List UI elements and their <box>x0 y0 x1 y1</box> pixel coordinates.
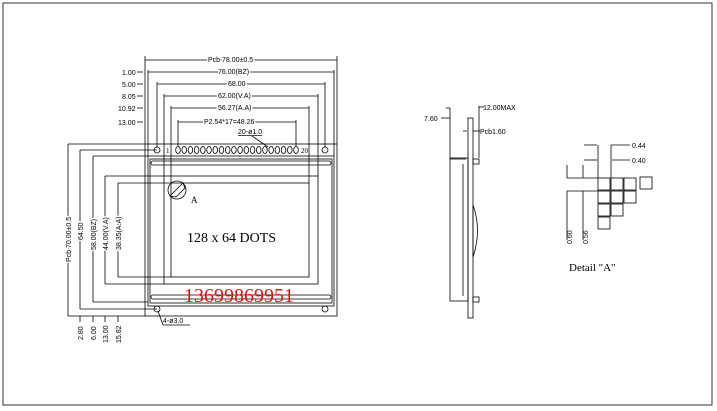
pin <box>243 146 250 154</box>
bottom-bar <box>150 294 332 300</box>
dim-hole-span: 68.00 <box>228 81 246 88</box>
pin <box>249 146 256 154</box>
corner-fill <box>169 182 186 198</box>
pin <box>268 146 274 154</box>
bezel-inner <box>149 158 333 304</box>
bezel-outline <box>147 155 335 307</box>
side-view: 7.60 12.00MAX Pcb1.60 <box>424 105 516 319</box>
lcd-body <box>449 157 469 302</box>
dot-cell <box>610 190 624 204</box>
pin <box>256 146 262 154</box>
dim-bezel-height: 58.00(BZ) <box>91 219 98 250</box>
viewing-area <box>163 175 319 285</box>
svg-text:2.80: 2.80 <box>78 326 85 340</box>
dim-dot-pitch-h: 0.44 <box>632 143 646 150</box>
active-area <box>170 182 310 278</box>
mount-hole <box>321 146 329 154</box>
detail-a-marker <box>167 180 187 200</box>
bottom-offsets: 2.80 6.00 13.00 15.82 <box>78 316 123 343</box>
dot-cell <box>610 203 624 217</box>
pin <box>293 146 299 154</box>
pcb-edge <box>467 117 474 319</box>
pin <box>237 146 243 154</box>
phone-watermark: 13699869951 <box>184 285 294 307</box>
dim-hole-height: 64.50 <box>78 222 85 240</box>
dim-pcb-thickness: Pcb1.60 <box>480 129 506 136</box>
svg-text:13.00: 13.00 <box>103 325 110 343</box>
top-bar <box>150 160 332 166</box>
pin-row <box>175 146 299 154</box>
dim-pin-holes: 20-ø1.0 <box>238 129 262 136</box>
dim-va-width: 62.00(V.A) <box>218 93 251 100</box>
pin <box>218 146 225 154</box>
dot-cell <box>597 190 611 204</box>
pin <box>200 146 206 154</box>
holes-label: 4-ø3.0 <box>163 318 183 325</box>
pin-first-label: 1 <box>166 147 170 155</box>
pin <box>287 146 293 154</box>
front-view: 1 20 A 128 x 64 DOTS 13699869951 4-ø3.0 … <box>65 56 338 343</box>
svg-text:1.00: 1.00 <box>122 70 136 77</box>
pin <box>181 146 187 154</box>
dim-pin-pitch: P2.54*17=48.26 <box>204 119 255 126</box>
dot-cell <box>639 176 653 190</box>
screen-label: 128 x 64 DOTS <box>187 231 276 246</box>
pin <box>231 146 237 154</box>
svg-text:8.05: 8.05 <box>122 94 136 101</box>
pin <box>175 146 181 154</box>
svg-text:13.00: 13.00 <box>118 120 136 127</box>
pin <box>206 146 212 154</box>
dot-cell <box>597 177 611 191</box>
dim-pcb-height: Pcb 70.00±0.5 <box>66 217 73 262</box>
dot-cell <box>623 190 637 204</box>
dot-cell <box>597 203 611 217</box>
dim-thickness: 7.60 <box>424 116 438 123</box>
pin <box>274 146 281 154</box>
detail-a: 0.44 0.40 0.60 0.56 Detail "A" <box>566 143 653 274</box>
dot-cell <box>610 177 624 191</box>
drawing-border <box>2 2 713 406</box>
detail-caption: Detail "A" <box>569 262 616 274</box>
top-offsets: 1.00 5.00 8.05 10.92 13.00 <box>118 70 143 127</box>
svg-text:15.82: 15.82 <box>116 325 123 343</box>
pin <box>187 146 194 154</box>
mount-hole <box>321 305 329 313</box>
pin <box>224 146 231 154</box>
detail-marker-label: A <box>191 195 198 205</box>
pin <box>280 146 287 154</box>
dim-max: 12.00MAX <box>483 105 516 112</box>
dot-cell <box>623 177 637 191</box>
tab <box>472 158 480 165</box>
dim-bezel-width: 76.00(BZ) <box>218 69 249 76</box>
dim-dot-size-v: 0.56 <box>583 230 590 244</box>
pin <box>193 146 200 154</box>
dim-aa-width: 56.27(A.A) <box>218 105 251 112</box>
tab <box>472 296 480 303</box>
dim-va-height: 44.00(V.A) <box>103 217 110 250</box>
dim-dot-pitch-v: 0.60 <box>567 230 574 244</box>
dot-grid <box>597 176 653 230</box>
svg-text:6.00: 6.00 <box>91 326 98 340</box>
dim-pcb-width: Pcb 78.00±0.5 <box>208 57 253 64</box>
dot-cell <box>597 216 611 230</box>
dim-dot-size-h: 0.40 <box>632 158 646 165</box>
pcb-outline <box>144 143 338 317</box>
chip-dome <box>472 204 478 258</box>
pin <box>212 146 218 154</box>
pin-last-label: 20 <box>301 147 309 155</box>
svg-text:10.92: 10.92 <box>118 106 136 113</box>
svg-text:5.00: 5.00 <box>122 82 136 89</box>
pin <box>262 146 268 154</box>
dim-aa-height: 38.35(A.A) <box>116 217 123 250</box>
